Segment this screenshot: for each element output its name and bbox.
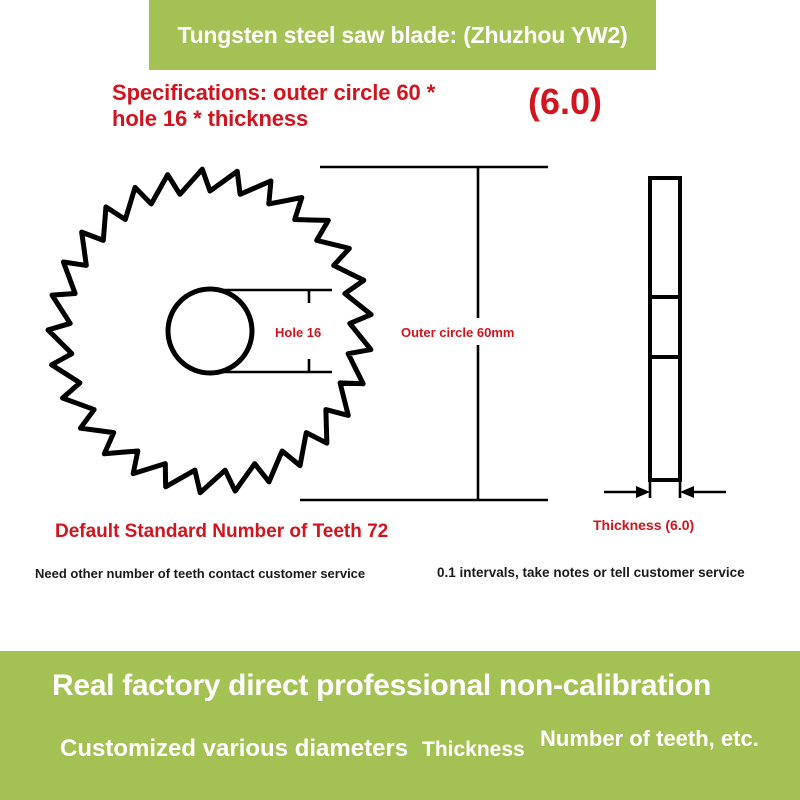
- specification-block: Specifications: outer circle 60 * hole 1…: [112, 80, 532, 132]
- thickness-dimension-lines: [604, 480, 726, 498]
- product-title-banner: Tungsten steel saw blade: (Zhuzhou YW2): [149, 0, 656, 70]
- thickness-arrow-right: [680, 486, 694, 498]
- thickness-value-callout: (6.0): [528, 81, 603, 122]
- saw-blade-teeth-outline: [45, 166, 374, 496]
- promo-banner: [0, 651, 800, 800]
- default-teeth-note: Default Standard Number of Teeth 72: [55, 521, 389, 542]
- thickness-dimension-label: Thickness (6.0): [590, 518, 698, 533]
- product-title: Tungsten steel saw blade: (Zhuzhou YW2): [177, 21, 628, 48]
- promo-feature-teeth: Number of teeth, etc.: [540, 726, 759, 751]
- promo-headline: Real factory direct professional non-cal…: [52, 669, 712, 702]
- thickness-arrow-left: [636, 486, 650, 498]
- technical-drawing: [0, 140, 800, 520]
- specification-line-1: Specifications: outer circle 60 *: [112, 80, 436, 105]
- saw-blade-center-hole: [165, 286, 255, 376]
- custom-teeth-note: Need other number of teeth contact custo…: [35, 566, 366, 581]
- hole-dimension-lines: [205, 288, 332, 374]
- thickness-interval-note: 0.1 intervals, take notes or tell custom…: [437, 565, 745, 580]
- promo-feature-diameters: Customized various diameters: [60, 735, 409, 762]
- hole-dimension-label: Hole 16: [272, 325, 325, 340]
- outer-circle-dimension-lines: [300, 165, 548, 502]
- blade-side-view: [648, 176, 682, 482]
- promo-feature-thickness: Thickness: [422, 738, 525, 761]
- specification-line-2: hole 16 * thickness: [112, 106, 309, 131]
- outer-circle-dimension-label: Outer circle 60mm: [398, 325, 518, 340]
